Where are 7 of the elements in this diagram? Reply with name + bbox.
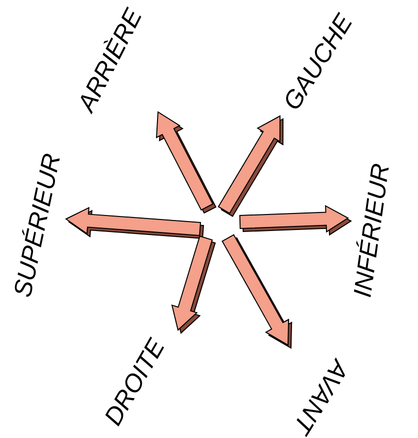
block-arrow: [222, 234, 292, 349]
block-arrow: [218, 115, 284, 217]
block-arrow: [65, 206, 204, 240]
block-arrow: [239, 204, 352, 236]
direction-label: INFÉRIEUR: [350, 162, 394, 298]
block-arrow: [171, 235, 216, 334]
block-arrow: [156, 111, 216, 214]
